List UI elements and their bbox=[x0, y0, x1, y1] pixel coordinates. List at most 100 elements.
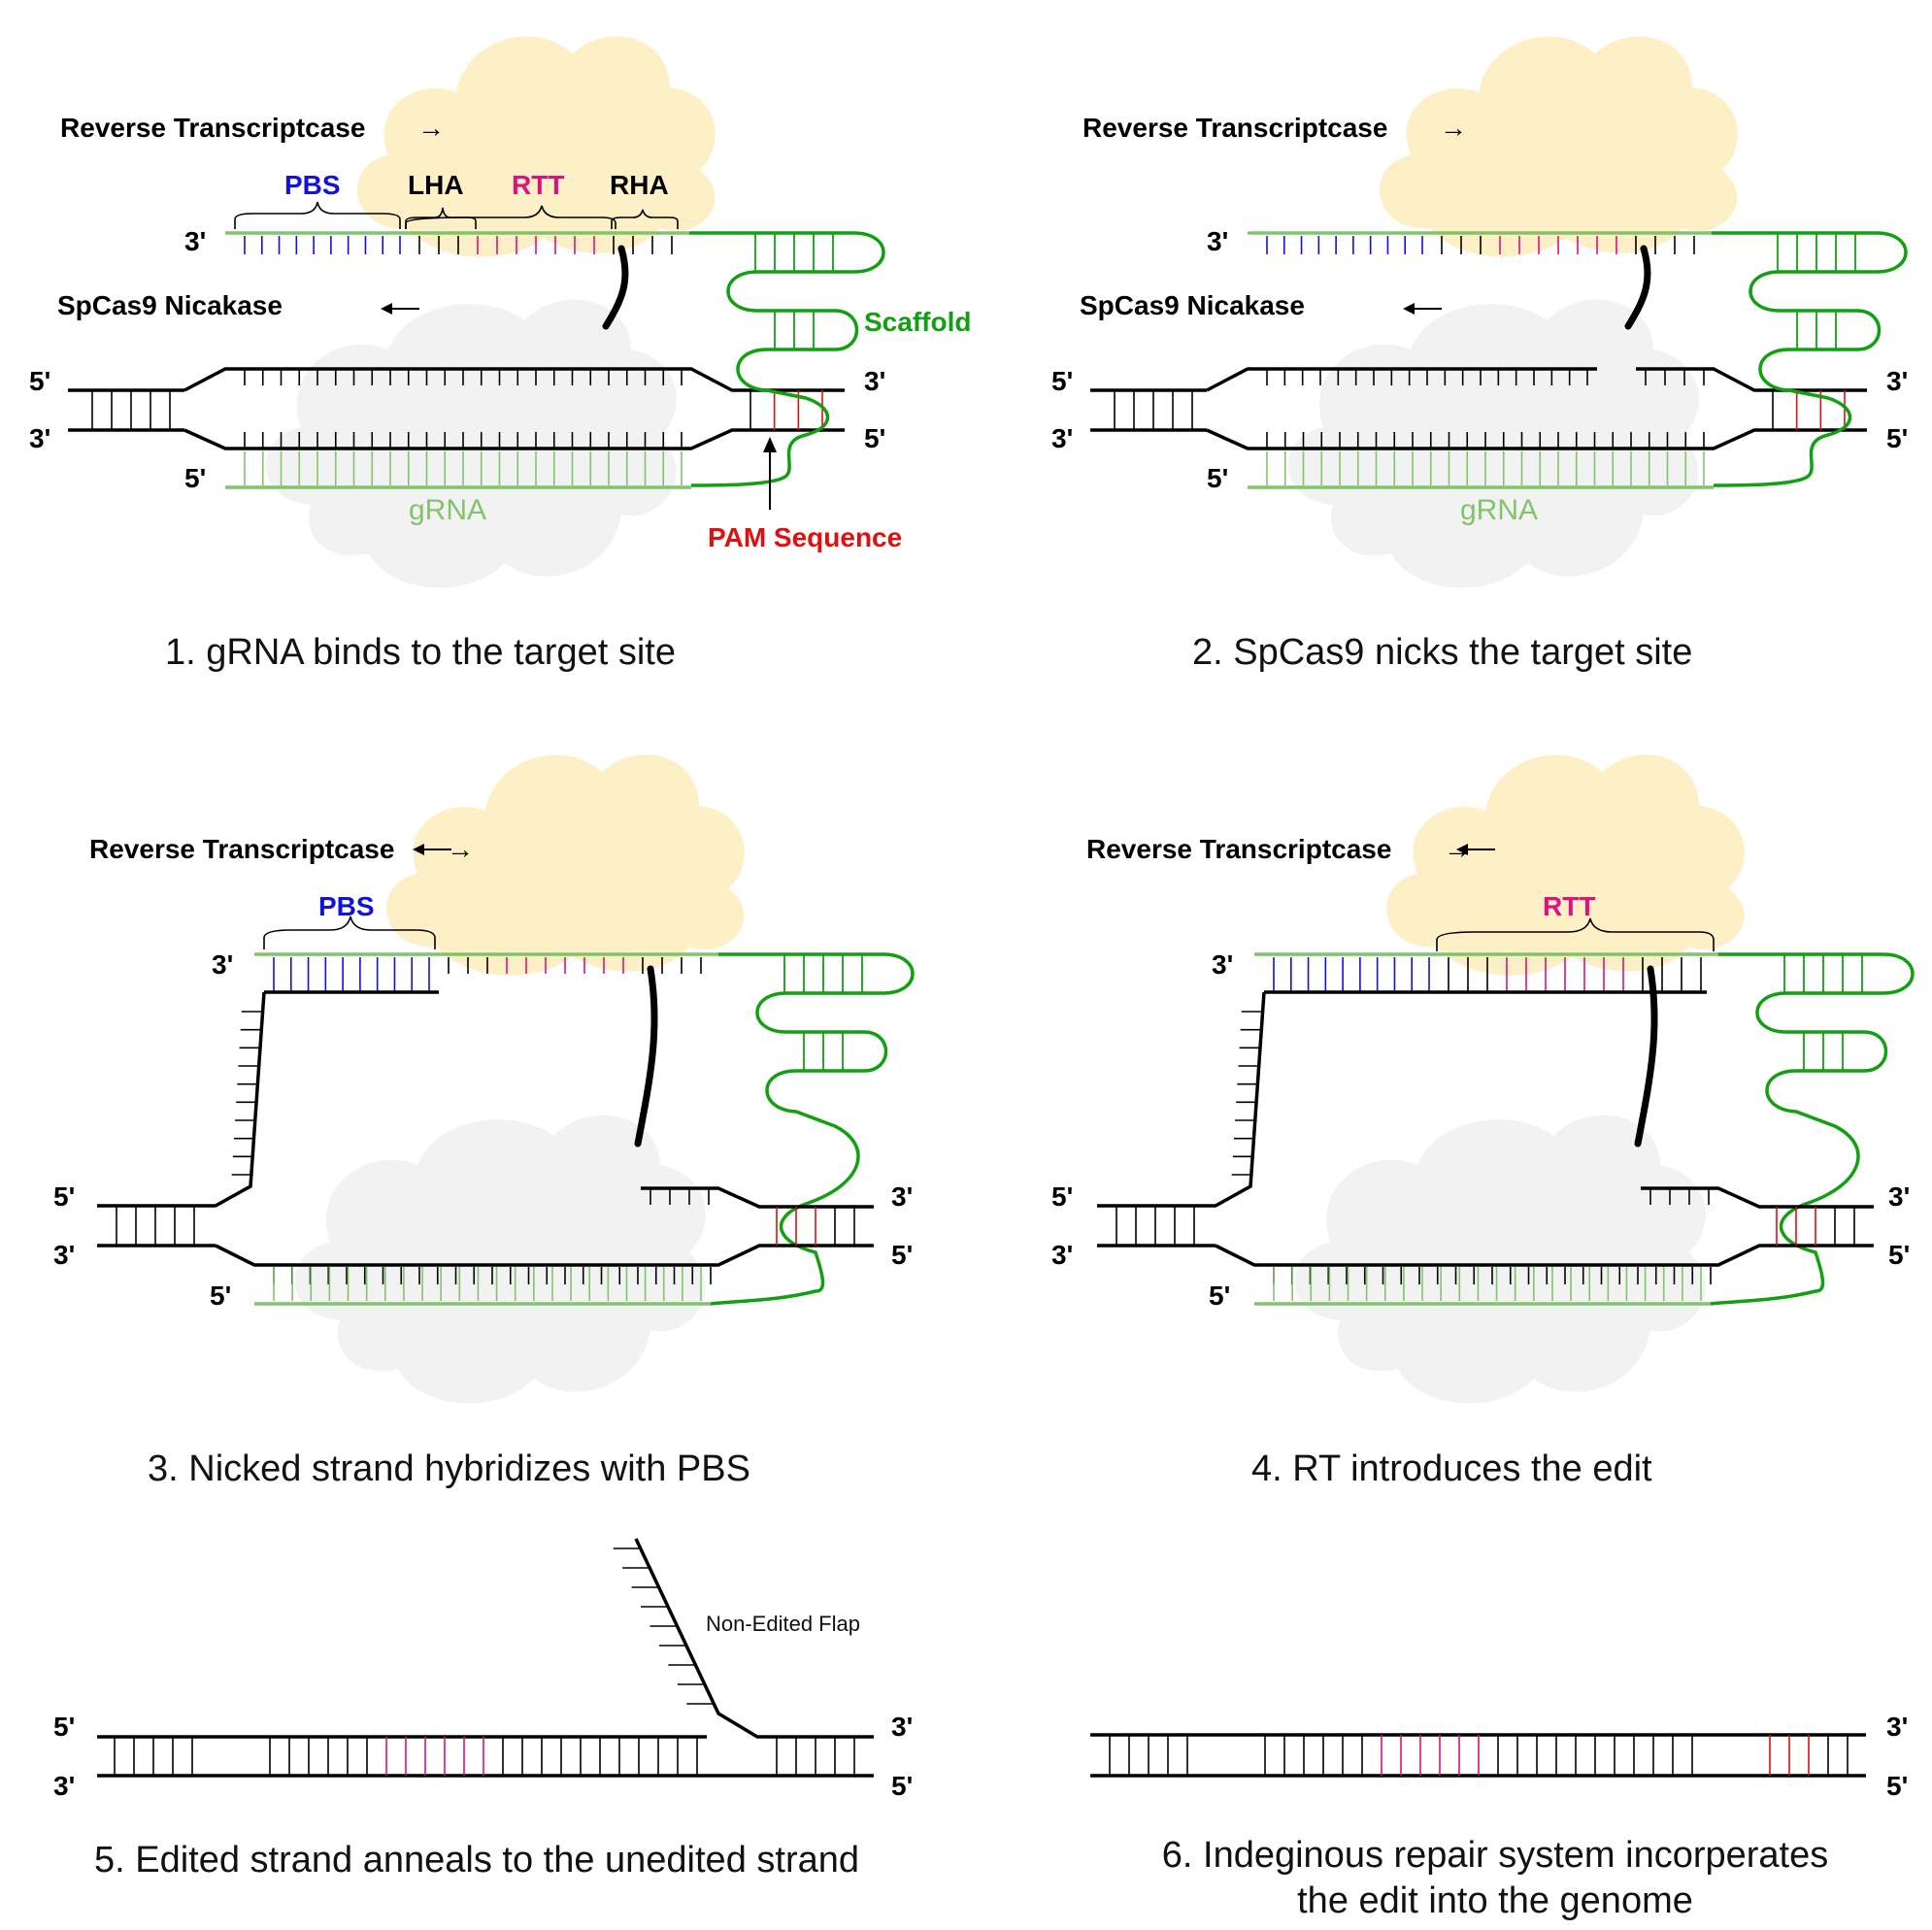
step-1-caption: 1. gRNA binds to the target site bbox=[165, 632, 676, 673]
five-prime-label: 5' bbox=[1886, 423, 1908, 453]
rt-arrow: → bbox=[417, 113, 445, 143]
five-prime-label: 5' bbox=[1207, 463, 1228, 493]
base-pair-ticks bbox=[1649, 1188, 1710, 1205]
base-pair-ticks bbox=[803, 1032, 844, 1071]
cas9-cloud bbox=[294, 1115, 706, 1404]
scaffold-strand bbox=[1710, 952, 1915, 1306]
base-pair-ticks bbox=[776, 1737, 855, 1776]
base-pair-ticks bbox=[1645, 369, 1705, 385]
rtt-label: RTT bbox=[512, 170, 564, 200]
base-pair-ticks bbox=[1803, 1032, 1844, 1071]
five-prime-label: 5' bbox=[891, 1240, 913, 1270]
base-pair-ticks bbox=[613, 236, 673, 254]
rt-cloud bbox=[1379, 36, 1738, 257]
rt-cloud bbox=[356, 36, 716, 257]
pam-label: PAM Sequence bbox=[708, 522, 902, 552]
panel-4 bbox=[1097, 754, 1915, 1404]
five-prime-label: 5' bbox=[210, 1281, 231, 1311]
scaffold-label: Scaffold bbox=[864, 307, 971, 337]
base-pair-ticks bbox=[91, 390, 171, 430]
base-pair-ticks bbox=[1266, 369, 1588, 385]
base-pair-ticks bbox=[273, 957, 430, 992]
base-pair-ticks bbox=[477, 236, 595, 254]
base-pair-ticks bbox=[1116, 1206, 1195, 1246]
three-prime-label: 3' bbox=[891, 1712, 913, 1742]
three-prime-label: 3' bbox=[1051, 1240, 1073, 1270]
dna-strand bbox=[641, 1186, 874, 1209]
dna-strand bbox=[97, 991, 266, 1208]
base-pair-ticks bbox=[244, 432, 683, 449]
rha-label: RHA bbox=[610, 170, 669, 200]
base-pair-ticks bbox=[269, 1737, 698, 1776]
base-pair-ticks bbox=[506, 957, 624, 974]
rt-arrow: → bbox=[1444, 834, 1471, 864]
five-prime-label: 5' bbox=[53, 1181, 75, 1212]
base-pair-ticks bbox=[783, 954, 863, 993]
nick-site-marker bbox=[602, 245, 629, 330]
arrow-head bbox=[413, 844, 424, 855]
dna-strand bbox=[1206, 428, 1867, 450]
cas9-cloud bbox=[1294, 1115, 1706, 1404]
base-pair-ticks bbox=[1777, 233, 1856, 272]
step-6-caption-line-2: the edit into the genome bbox=[1297, 1880, 1693, 1921]
rt-label: Reverse Transcriptcase bbox=[60, 113, 365, 143]
base-pair-ticks bbox=[1776, 1207, 1855, 1246]
cas9-cloud bbox=[265, 299, 677, 588]
text-layer: Reverse Transcriptcase → PBS LHA RTT RHA… bbox=[29, 113, 1910, 1921]
arrow-head bbox=[763, 437, 777, 452]
dna-strand bbox=[634, 1538, 874, 1739]
flap-ticks bbox=[1231, 1011, 1263, 1176]
base-pair-ticks bbox=[1642, 957, 1702, 992]
step-5-caption: 5. Edited strand anneals to the unedited… bbox=[94, 1840, 859, 1880]
step-3-caption: 3. Nicked strand hybridizes with PBS bbox=[148, 1448, 750, 1489]
panel-5 bbox=[97, 1538, 874, 1778]
three-prime-label: 3' bbox=[1207, 226, 1228, 256]
five-prime-label: 5' bbox=[1886, 1771, 1908, 1801]
base-pair-ticks bbox=[1506, 957, 1624, 992]
base-pair-ticks bbox=[650, 1188, 710, 1205]
region-brace bbox=[1436, 917, 1715, 951]
base-pair-ticks bbox=[244, 451, 683, 485]
rt-arrow: → bbox=[447, 834, 474, 864]
region-brace bbox=[263, 915, 436, 949]
three-prime-label: 3' bbox=[1051, 423, 1073, 453]
three-prime-label: 3' bbox=[1212, 949, 1233, 980]
grna-label: gRNA bbox=[1460, 494, 1538, 526]
nick-site-marker bbox=[1634, 965, 1658, 1148]
five-prime-label: 5' bbox=[891, 1771, 913, 1801]
base-pair-ticks bbox=[754, 233, 834, 272]
five-prime-label: 5' bbox=[53, 1712, 75, 1742]
arrow-head bbox=[381, 303, 392, 315]
base-pair-ticks bbox=[1772, 390, 1846, 430]
nick-site-marker bbox=[634, 965, 658, 1148]
base-pair-ticks bbox=[749, 390, 823, 430]
base-pair-ticks bbox=[1635, 236, 1695, 254]
scaffold-strand bbox=[710, 952, 915, 1306]
base-pair-ticks bbox=[1273, 957, 1430, 992]
region-brace bbox=[234, 201, 401, 229]
step-6-caption-line-1: 6. Indeginous repair system incorperates bbox=[1162, 1835, 1828, 1876]
base-pair-ticks bbox=[1114, 390, 1193, 430]
five-prime-label: 5' bbox=[1888, 1240, 1910, 1270]
three-prime-label: 3' bbox=[891, 1181, 913, 1212]
step-4-caption: 4. RT introduces the edit bbox=[1251, 1448, 1652, 1489]
base-pair-ticks bbox=[114, 1737, 193, 1776]
base-pair-ticks bbox=[448, 957, 488, 974]
dna-strand bbox=[1215, 1244, 1874, 1267]
spcas9-label: SpCas9 Nicakase bbox=[1080, 290, 1305, 320]
nick-site-marker bbox=[1624, 245, 1651, 330]
base-pair-ticks bbox=[1266, 451, 1705, 485]
rt-label: Reverse Transcriptcase bbox=[1083, 113, 1387, 143]
panel-1 bbox=[68, 36, 885, 588]
rt-label: Reverse Transcriptcase bbox=[89, 834, 394, 864]
panel-2 bbox=[1090, 36, 1908, 588]
dna-strand bbox=[183, 428, 845, 450]
base-pair-ticks bbox=[1448, 957, 1488, 992]
five-prime-label: 5' bbox=[29, 366, 50, 396]
rt-cloud bbox=[385, 754, 745, 976]
base-pair-ticks bbox=[418, 236, 459, 254]
three-prime-label: 3' bbox=[29, 423, 50, 453]
rt-label: Reverse Transcriptcase bbox=[1086, 834, 1391, 864]
base-pair-ticks bbox=[1441, 236, 1482, 254]
